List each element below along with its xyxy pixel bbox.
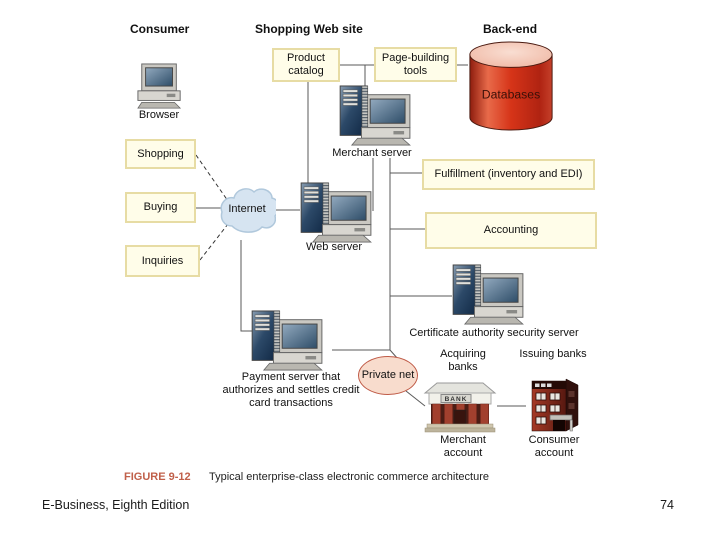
databases-cylinder: Databases	[469, 41, 553, 131]
internet-cloud	[220, 188, 276, 233]
bank-sign-label: BANK	[445, 396, 468, 403]
web-server-icon	[300, 182, 372, 243]
merchant-account-label: Merchant account	[440, 434, 486, 459]
footer-page-number: 74	[660, 498, 674, 512]
footer-book-title: E-Business, Eighth Edition	[42, 498, 190, 512]
inquiries-box: Inquiries	[125, 245, 200, 277]
accounting-box: Accounting	[425, 212, 597, 249]
header-back-end: Back-end	[483, 22, 538, 36]
header-consumer: Consumer	[130, 22, 190, 36]
merchant-server-icon	[339, 85, 411, 146]
certificate-server-label: Certificate authority security server	[409, 327, 579, 339]
header-shopping-web-site: Shopping Web site	[255, 22, 363, 36]
merchant-server-label: Merchant server	[332, 147, 412, 159]
buying-box: Buying	[125, 192, 196, 223]
fulfillment-box: Fulfillment (inventory and EDI)	[422, 159, 595, 190]
payment-server-label: Payment server that authorizes and settl…	[222, 371, 360, 409]
figure-label: FIGURE 9-12	[124, 471, 191, 483]
acquiring-banks-label: Acquiring banks	[440, 348, 486, 373]
browser-computer-icon	[137, 63, 182, 109]
consumer-account-label: Consumer account	[528, 434, 580, 459]
payment-server-icon	[251, 310, 323, 371]
figure-title: Typical enterprise-class electronic comm…	[209, 471, 489, 483]
consumer-building-icon	[531, 378, 579, 432]
private-net-ellipse: Private net	[358, 356, 418, 395]
certificate-server-icon	[452, 264, 524, 325]
issuing-banks-label: Issuing banks	[519, 348, 587, 360]
shopping-box: Shopping	[125, 139, 196, 169]
browser-label: Browser	[138, 109, 180, 121]
internet-label: Internet	[228, 203, 266, 215]
merchant-bank-icon: BANK	[423, 382, 497, 433]
page-building-tools-box: Page-building tools	[374, 47, 457, 82]
web-server-label: Web server	[305, 241, 363, 253]
product-catalog-box: Product catalog	[272, 48, 340, 82]
databases-label: Databases	[482, 88, 540, 102]
